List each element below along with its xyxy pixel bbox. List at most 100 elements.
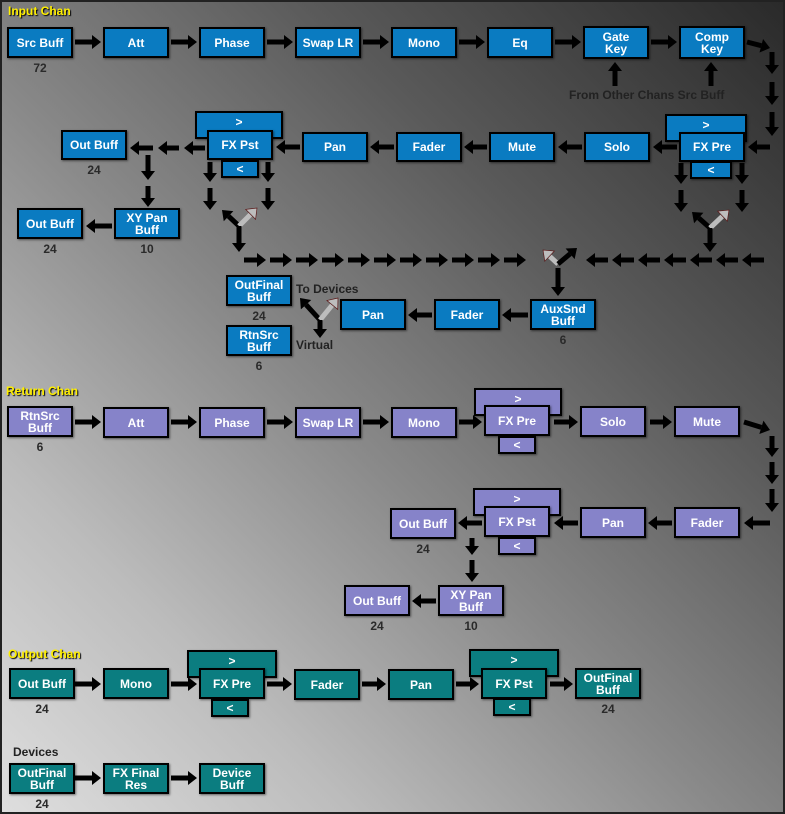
flow-arrow — [232, 226, 246, 252]
flow-arrow — [456, 677, 479, 691]
flow-arrow — [746, 38, 770, 53]
flow-arrow — [452, 253, 474, 267]
flow-arrow — [743, 419, 770, 435]
flow-arrow — [703, 228, 717, 252]
in-fx-pst-block: FX Pst — [207, 130, 273, 160]
flow-arrow — [237, 207, 258, 228]
flow-arrow — [586, 253, 608, 267]
flow-arrow — [692, 212, 712, 230]
flow-arrow — [203, 162, 217, 182]
rt-out-buff-2-block: Out Buff — [344, 585, 410, 616]
out-outfinal-buff-count: 24 — [601, 702, 615, 716]
flow-arrow — [158, 141, 179, 155]
rt-fx-pst-bottom-block: < — [498, 537, 536, 555]
flow-arrow — [550, 677, 573, 691]
flow-arrow — [664, 253, 686, 267]
flow-arrow — [171, 415, 197, 429]
flow-arrow — [171, 677, 197, 691]
rt-fx-pre-block: FX Pre — [484, 405, 550, 436]
rt-mute-block: Mute — [674, 406, 740, 437]
flow-arrow — [558, 140, 582, 154]
in-rtnsrc-buff-count: 6 — [255, 359, 263, 373]
in-att-block: Att — [103, 27, 169, 58]
rt-xy-pan-buff-count: 10 — [464, 619, 478, 633]
flow-arrow — [261, 188, 275, 210]
dev-outfinal-buff-block: OutFinal Buff — [9, 763, 75, 794]
out-out-buff-block: Out Buff — [9, 668, 75, 699]
flow-arrow — [267, 35, 293, 49]
rt-fader-block: Fader — [674, 507, 740, 538]
flow-arrow — [300, 298, 322, 322]
flow-arrow — [742, 253, 764, 267]
flow-arrow — [75, 415, 101, 429]
flow-arrow — [141, 155, 155, 180]
flow-arrow — [348, 253, 370, 267]
flow-arrow — [322, 253, 344, 267]
flow-arrow — [171, 771, 197, 785]
in-comp-key-block: Comp Key — [679, 26, 745, 59]
out-pan-block: Pan — [388, 669, 454, 700]
flow-arrow — [276, 140, 300, 154]
section-title-devices: Devices — [13, 745, 59, 759]
rt-rtnsrc-buff-block: RtnSrc Buff — [7, 406, 73, 437]
flow-arrow — [465, 538, 479, 555]
in-outfinal-buff-block: OutFinal Buff — [226, 275, 292, 306]
in-out-buff-block: Out Buff — [61, 130, 127, 160]
in-auxsnd-buff-count: 6 — [559, 333, 567, 347]
flow-arrow — [608, 62, 622, 86]
flow-arrow — [412, 594, 436, 608]
flow-arrow — [735, 163, 749, 184]
flow-arrow — [502, 308, 528, 322]
in-xy-pan-buff-count: 10 — [140, 242, 154, 256]
flow-arrow — [555, 35, 581, 49]
in-eq-block: Eq — [487, 27, 553, 58]
rt-solo-block: Solo — [580, 406, 646, 437]
flow-arrow — [542, 249, 560, 266]
flow-arrow — [504, 253, 526, 267]
flow-arrow — [653, 140, 677, 154]
flow-arrow — [765, 82, 779, 105]
dev-fx-final-res-block: FX Final Res — [103, 763, 169, 794]
rt-pan-block: Pan — [580, 507, 646, 538]
out-fx-pst-bottom-block: < — [493, 698, 531, 716]
in-src-buff-block: Src Buff — [7, 27, 73, 58]
rt-mono-block: Mono — [391, 407, 457, 438]
in-swap-lr-block: Swap LR — [295, 27, 361, 58]
flow-arrow — [370, 140, 394, 154]
flow-arrow — [296, 253, 318, 267]
out-fx-pst-block: FX Pst — [481, 668, 547, 699]
flow-arrow — [362, 677, 386, 691]
out-fx-pre-bottom-block: < — [211, 699, 249, 717]
flow-arrow — [765, 462, 779, 484]
out-out-buff-count: 24 — [35, 702, 49, 716]
flow-arrow — [130, 141, 153, 155]
rt-fx-pre-bottom-block: < — [498, 436, 536, 454]
flow-arrow — [458, 516, 482, 530]
in-src-buff-count: 72 — [33, 61, 47, 75]
flow-arrow — [270, 253, 292, 267]
flow-arrow — [408, 308, 432, 322]
flow-arrow — [765, 489, 779, 512]
flow-arrow — [765, 436, 779, 457]
flow-arrow — [612, 253, 634, 267]
flow-arrow — [261, 162, 275, 182]
flow-arrow — [464, 140, 487, 154]
flow-arrow — [459, 415, 482, 429]
flow-arrow — [690, 253, 712, 267]
flow-arrow — [75, 35, 101, 49]
flow-arrow — [556, 248, 577, 266]
virtual-label: Virtual — [296, 338, 334, 352]
flow-arrow — [478, 253, 500, 267]
section-title-input: Input Chan — [8, 4, 71, 18]
in-out-buff-count: 24 — [87, 163, 101, 177]
dev-device-buff-block: Device Buff — [199, 763, 265, 794]
in-aux-fader-block: Fader — [434, 299, 500, 330]
flow-arrow — [674, 190, 688, 212]
flow-arrow — [638, 253, 660, 267]
flow-arrow — [244, 253, 266, 267]
to-devices-label: To Devices — [296, 282, 359, 296]
rt-att-block: Att — [103, 407, 169, 438]
flow-arrow — [222, 210, 241, 228]
flow-arrow — [141, 186, 155, 207]
